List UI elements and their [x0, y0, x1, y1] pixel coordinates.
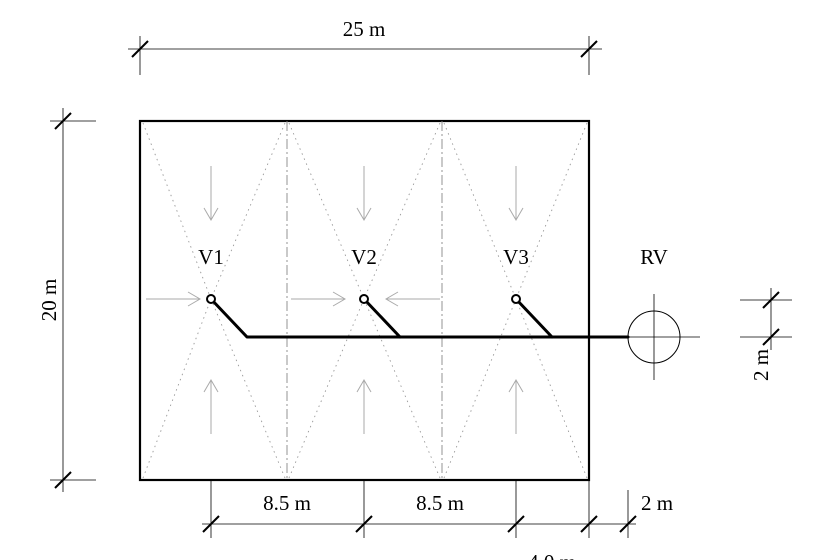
arrow-down-icon — [356, 166, 372, 221]
dim-width-total: 25 m — [343, 17, 386, 41]
arrow-up-icon — [508, 379, 524, 434]
arrow-up-icon — [356, 379, 372, 434]
drain-points — [206, 294, 521, 304]
arrow-up-icon — [203, 379, 219, 434]
label-rv: RV — [640, 245, 668, 269]
dim-span-v1-v2: 8.5 m — [263, 491, 311, 515]
arrow-right-icon — [146, 291, 201, 307]
dim-span-right: 2 m — [641, 491, 673, 515]
label-v3: V3 — [503, 245, 529, 269]
drain-pipe — [209, 297, 630, 339]
dim-offset-rv: 2 m — [749, 349, 773, 381]
dim-span-bottom-partial: 4.0 m — [528, 550, 576, 560]
arrow-right-icon — [291, 291, 346, 307]
dimension-left: 20 m — [37, 108, 96, 492]
rv-manhole — [611, 294, 700, 380]
section-dividers — [286, 121, 443, 480]
drain-v1-icon — [206, 294, 216, 304]
dimension-top: 25 m — [128, 17, 602, 75]
dim-height-total: 20 m — [37, 279, 61, 322]
drain-v2-icon — [359, 294, 369, 304]
arrow-left-icon — [385, 291, 440, 307]
arrow-down-icon — [508, 166, 524, 221]
arrow-down-icon — [203, 166, 219, 221]
label-v2: V2 — [351, 245, 377, 269]
dim-span-v2-v3: 8.5 m — [416, 491, 464, 515]
label-v1: V1 — [198, 245, 224, 269]
flow-arrows — [146, 166, 524, 434]
dimension-right: 2 m — [740, 288, 792, 381]
slope-lines — [142, 122, 588, 479]
dimension-bottom: 8.5 m 8.5 m 2 m 4.0 m — [202, 480, 673, 560]
drain-v3-icon — [511, 294, 521, 304]
roof-outline — [138, 119, 591, 482]
